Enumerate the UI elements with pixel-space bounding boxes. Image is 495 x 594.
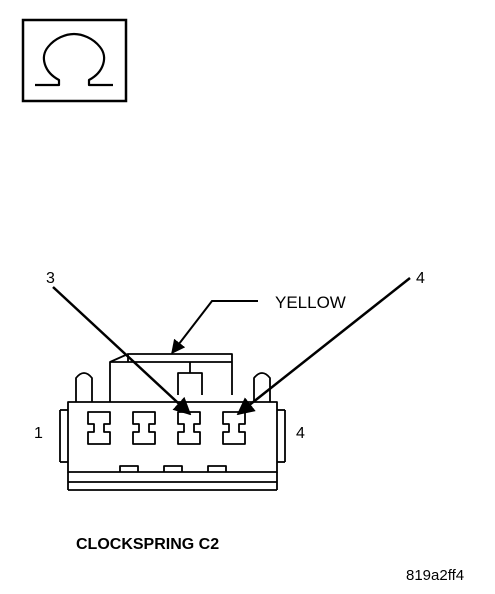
terminal-cavity-3 [177,411,201,445]
wire-color-label: YELLOW [275,293,346,312]
pin-4-callout-leader [236,277,411,416]
pin-4-callout-number: 4 [416,270,425,287]
terminal-cavity-4 [222,411,246,445]
ohm-symbol-icon [21,18,128,103]
terminal-cavity-2 [132,411,156,445]
connector-title: CLOCKSPRING C2 [76,536,219,553]
pin-1-side-label: 1 [34,425,43,442]
figure-id: 819a2ff4 [406,567,464,584]
pin-3-callout-leader [52,286,192,416]
pin-3-callout-number: 3 [46,270,55,287]
pin-4-side-label: 4 [296,425,305,442]
terminal-cavity-1 [87,411,111,445]
yellow-callout-leader [171,300,258,355]
connector-body [59,353,286,491]
